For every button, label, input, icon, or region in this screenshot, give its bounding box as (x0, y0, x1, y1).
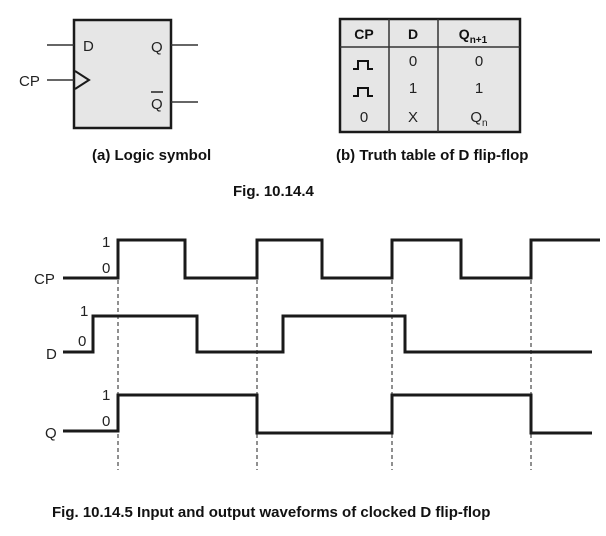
d-input-label: D (83, 38, 94, 55)
q-waveform (63, 393, 592, 435)
waveforms: CP 1 0 D 1 0 Q 1 0 (34, 234, 600, 470)
header-q-subscript: n+1 (470, 35, 488, 46)
cp-low-label: 0 (102, 260, 110, 277)
truth-table-frame (338, 17, 522, 134)
row-3-q: Qn (470, 109, 487, 129)
truth-table: CP D Qn+1 0 0 1 1 0 X Qn (338, 17, 522, 134)
header-q-next: Qn+1 (459, 26, 488, 46)
d-signal-label: D (46, 346, 57, 363)
header-q-base: Q (459, 26, 470, 42)
cp-high-label: 1 (102, 234, 110, 251)
row-2-d: 1 (409, 80, 417, 97)
row-3-cp: 0 (360, 109, 368, 126)
clock-edge-markers (117, 280, 532, 470)
row-1-q: 0 (475, 53, 483, 70)
row-3-q-subscript: n (482, 118, 488, 129)
header-d: D (408, 26, 418, 42)
q-low-label: 0 (102, 413, 110, 430)
d-low-label: 0 (78, 333, 86, 350)
q-bar-output-label: Q (151, 96, 163, 113)
d-high-label: 1 (80, 303, 88, 320)
fig-10-14-5-caption: Fig. 10.14.5 Input and output waveforms … (52, 504, 490, 521)
d-waveform (63, 314, 592, 354)
clock-pulse-icon (353, 87, 373, 97)
flip-flop-body (72, 18, 173, 130)
fig-10-14-4-caption: Fig. 10.14.4 (233, 183, 315, 200)
cp-waveform (63, 238, 600, 280)
row-3-q-base: Q (470, 109, 482, 126)
q-output-label: Q (151, 39, 163, 56)
truth-table-caption: (b) Truth table of D flip-flop (336, 147, 528, 164)
row-1-d: 0 (409, 53, 417, 70)
logic-symbol: D CP Q Q (19, 18, 198, 130)
logic-symbol-caption: (a) Logic symbol (92, 147, 211, 164)
cp-input-label: CP (19, 73, 40, 90)
edge-triangle-icon (74, 70, 91, 90)
q-high-label: 1 (102, 387, 110, 404)
row-3-d: X (408, 109, 418, 126)
header-cp: CP (354, 26, 373, 42)
row-2-q: 1 (475, 80, 483, 97)
q-signal-label: Q (45, 425, 57, 442)
clock-pulse-icon (353, 60, 373, 70)
cp-signal-label: CP (34, 271, 55, 288)
